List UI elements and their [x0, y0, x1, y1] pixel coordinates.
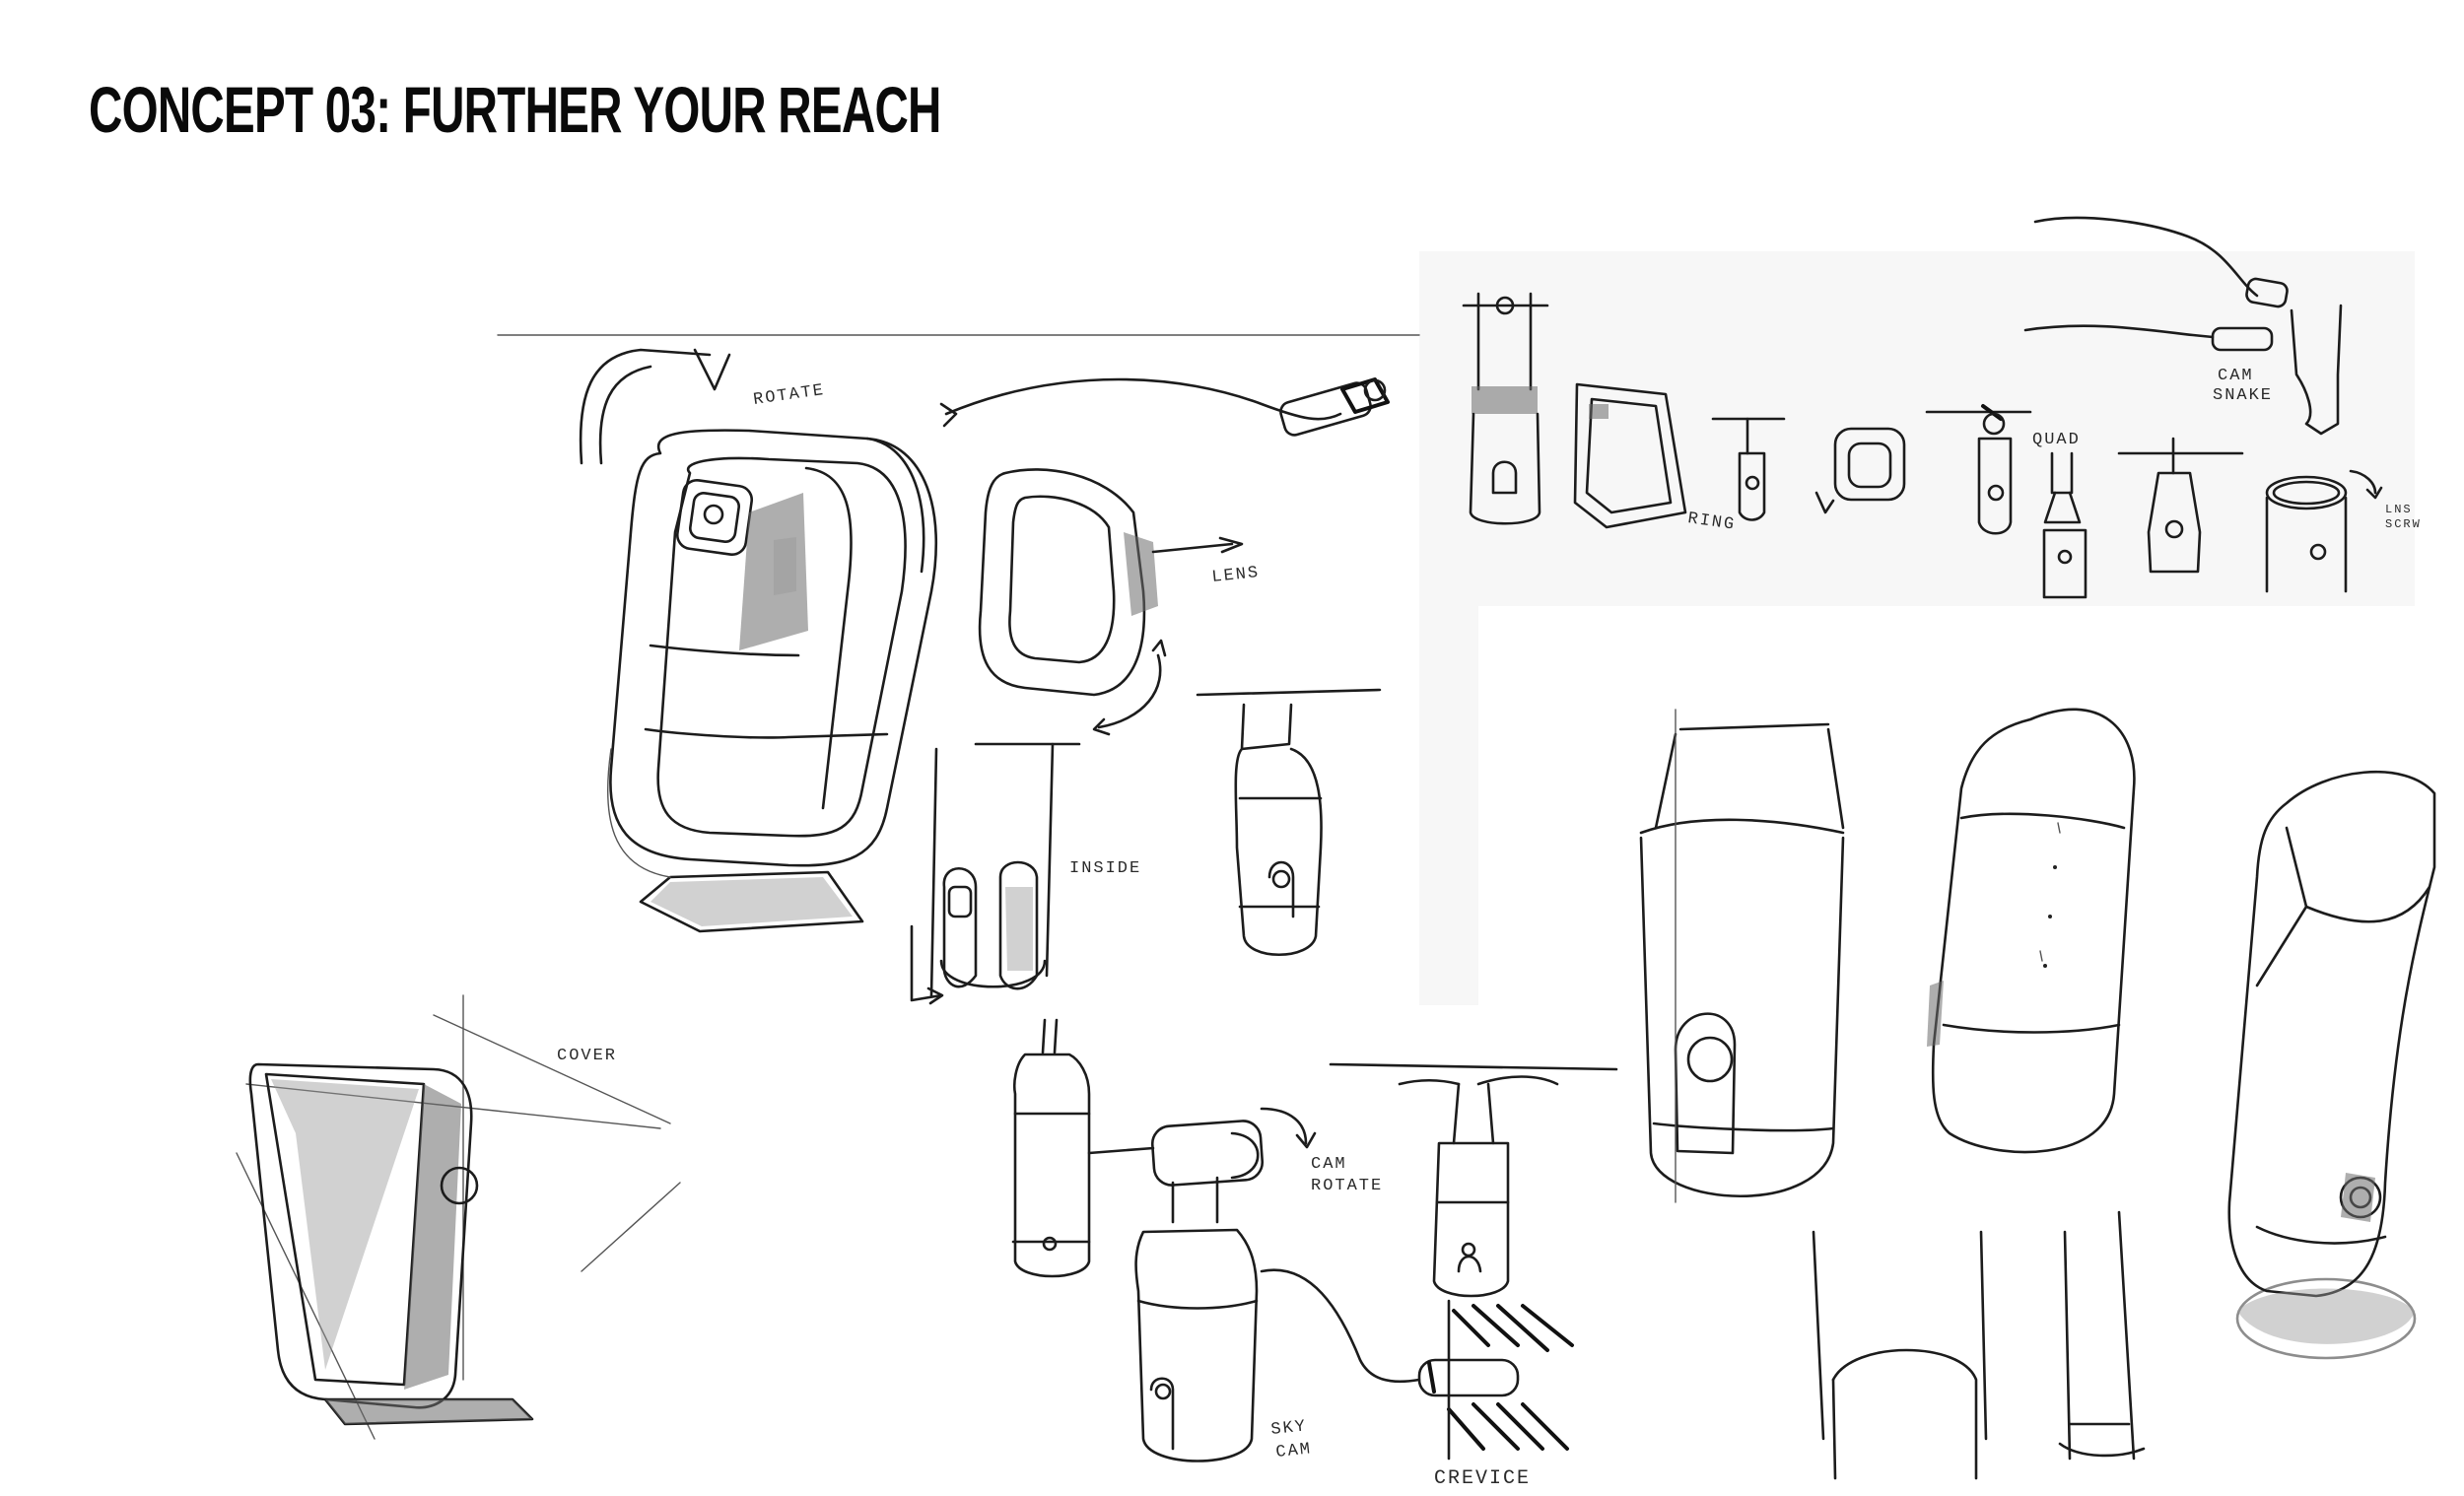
cable-camera-sketch — [939, 377, 1390, 437]
wristband-camera-sketch: ROTATE — [497, 334, 1420, 933]
sky-cam-sketches: CAM ROTATE SKY CAM CREVICE — [1011, 1018, 1618, 1490]
sketch-paper-top-right — [1419, 251, 2415, 606]
cover-block-sketch: COVER — [236, 994, 681, 1440]
note-quad: QUAD — [2032, 431, 2081, 449]
note-cover: COVER — [557, 1047, 617, 1065]
note-rotate: ROTATE — [752, 381, 826, 410]
lens-ring-sketch: LENS — [978, 468, 1262, 736]
crevice-hatching — [1447, 1299, 1574, 1461]
note-crevice: CREVICE — [1434, 1467, 1531, 1490]
top-strip-sketches: RING QUAD LNS SCRW — [1462, 216, 2422, 599]
note-cam-rotate-1: CAM — [1311, 1155, 1347, 1174]
note-cam-snake-1: CAM — [2218, 367, 2254, 385]
note-lens: LENS — [1211, 564, 1262, 587]
tall-camera-sketches — [1639, 708, 2436, 1480]
note-cam-rotate-2: ROTATE — [1311, 1177, 1383, 1195]
note-sky-cam-1: SKY — [1270, 1417, 1308, 1440]
note-sky-cam-2: CAM — [1275, 1440, 1313, 1462]
note-lens-screw-2: SCRW — [2385, 517, 2422, 531]
clip-camera-sketch — [1196, 688, 1382, 956]
sketch-paper-edge — [1419, 591, 1478, 1005]
note-inside: INSIDE — [1069, 859, 1141, 878]
note-cam-snake-2: SNAKE — [2213, 386, 2273, 405]
page-title: CONCEPT 03: FURTHER YOUR REACH — [89, 73, 941, 146]
inside-view-sketch: INSIDE — [910, 742, 1141, 1005]
note-lens-screw-1: LNS — [2385, 503, 2413, 516]
